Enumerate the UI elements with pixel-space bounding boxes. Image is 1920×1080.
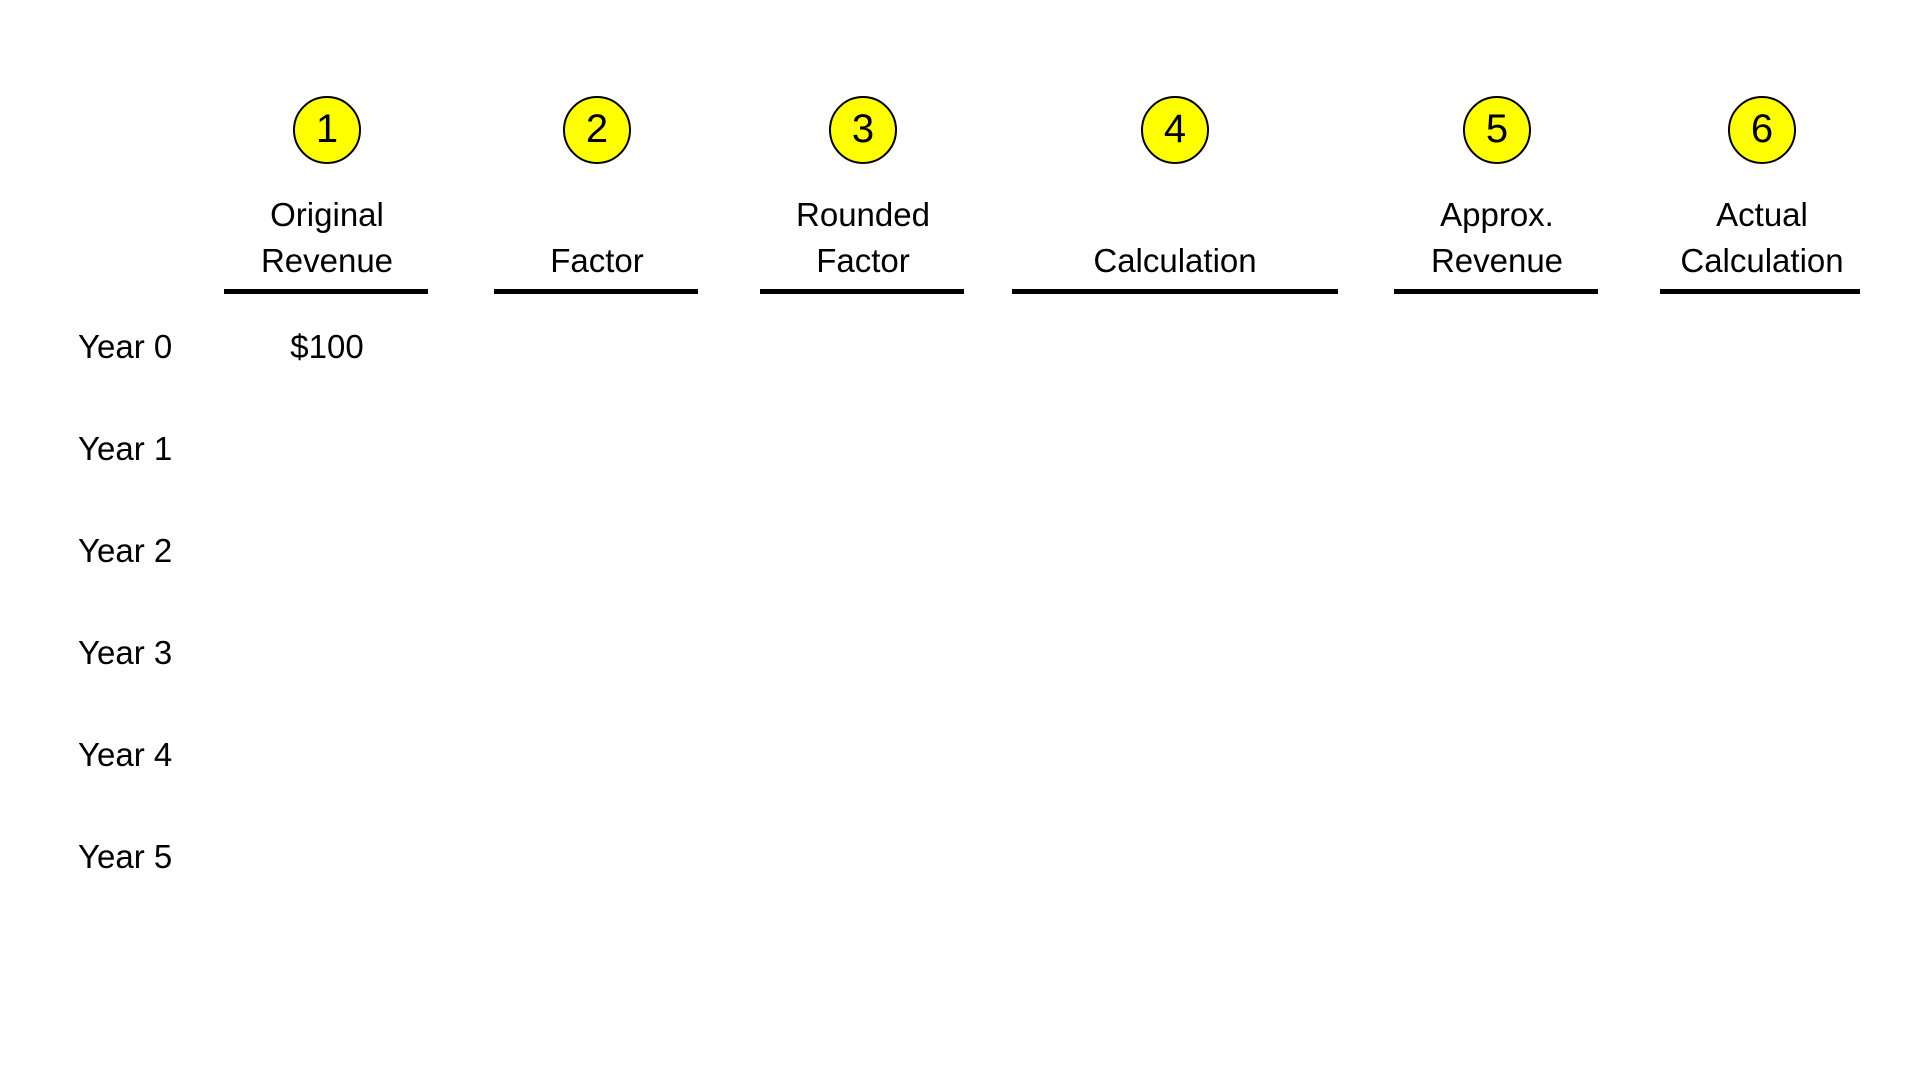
row-label-year-2: Year 2 bbox=[78, 532, 173, 569]
column-header-line: Original bbox=[270, 196, 384, 233]
column-rule-6 bbox=[1660, 289, 1860, 294]
column-badge-5: 5 bbox=[1463, 96, 1531, 164]
row-label-year-3: Year 3 bbox=[78, 634, 173, 671]
column-badge-number: 2 bbox=[585, 107, 609, 151]
column-header-4: Calculation bbox=[975, 180, 1375, 284]
column-rule-4 bbox=[1012, 289, 1338, 294]
column-rule-5 bbox=[1394, 289, 1598, 294]
column-header-line: Calculation bbox=[1093, 242, 1257, 279]
column-header-line: Factor bbox=[550, 242, 644, 279]
column-badge-1: 1 bbox=[293, 96, 361, 164]
column-rule-2 bbox=[494, 289, 698, 294]
row-label-year-4: Year 4 bbox=[78, 736, 173, 773]
column-badge-2: 2 bbox=[563, 96, 631, 164]
column-header-line: Revenue bbox=[1430, 242, 1564, 279]
column-header-line: Factor bbox=[816, 242, 910, 279]
column-header-line: Revenue bbox=[260, 242, 394, 279]
column-badge-6: 6 bbox=[1728, 96, 1796, 164]
column-badge-number: 3 bbox=[851, 107, 875, 151]
column-badge-3: 3 bbox=[829, 96, 897, 164]
row-label-year-0: Year 0 bbox=[78, 328, 173, 365]
column-badge-4: 4 bbox=[1141, 96, 1209, 164]
column-header-line: Actual bbox=[1716, 196, 1808, 233]
column-header-2: Factor bbox=[397, 180, 797, 284]
column-badge-number: 6 bbox=[1750, 107, 1774, 151]
column-rule-1 bbox=[224, 289, 428, 294]
column-badge-number: 5 bbox=[1485, 107, 1509, 151]
column-header-5: Approx. Revenue bbox=[1297, 180, 1697, 284]
column-rule-3 bbox=[760, 289, 964, 294]
column-header-line: Calculation bbox=[1680, 242, 1844, 279]
column-header-line: Approx. bbox=[1440, 196, 1554, 233]
table-cell[interactable]: $100 bbox=[290, 328, 364, 365]
row-label-year-5: Year 5 bbox=[78, 838, 173, 875]
column-badge-number: 4 bbox=[1163, 107, 1187, 151]
column-header-line: Rounded bbox=[796, 196, 930, 233]
column-badge-number: 1 bbox=[315, 107, 339, 151]
row-label-year-1: Year 1 bbox=[78, 430, 173, 467]
